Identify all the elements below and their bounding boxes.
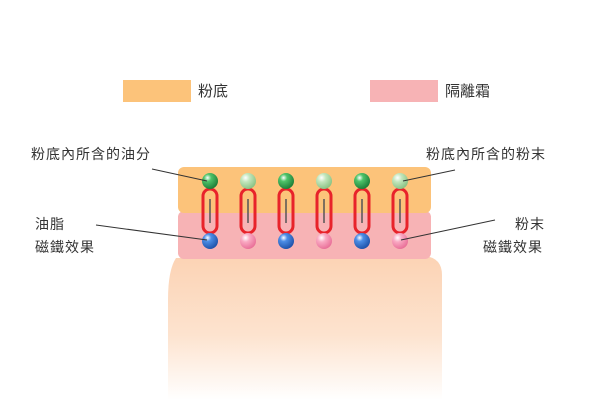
legend-label-foundation: 粉底 (198, 82, 229, 100)
callout-powder-magnetic-title: 粉末 (515, 217, 545, 233)
bead-column (239, 173, 257, 249)
primer-oil-particle (202, 233, 218, 249)
powder-particle (316, 173, 332, 189)
bead-column (353, 173, 371, 249)
bead-column (315, 173, 333, 249)
leader-line-oil-in-foundation (151, 168, 208, 182)
callout-powder-magnetic-desc: 磁鐵效果 (483, 240, 543, 256)
callout-oil-in-foundation: 粉底內所含的油分 (31, 147, 151, 163)
callout-oil-magnetic-title: 油脂 (35, 217, 65, 233)
primer-powder-particle (240, 233, 256, 249)
primer-powder-particle (392, 233, 408, 249)
bead-column (391, 173, 409, 249)
powder-particle (240, 173, 256, 189)
primer-oil-particle (278, 233, 294, 249)
oil-particle (278, 173, 294, 189)
primer-oil-particle (354, 233, 370, 249)
bead-column (201, 173, 219, 249)
skin-layer (168, 256, 442, 400)
legend-swatch-foundation (123, 80, 191, 102)
callout-powder-in-foundation: 粉底內所含的粉末 (426, 147, 546, 163)
oil-particle (354, 173, 370, 189)
leader-line-oil-magnetic (95, 224, 208, 241)
primer-powder-particle (316, 233, 332, 249)
leader-line-powder-magnetic (400, 219, 496, 241)
callout-oil-magnetic-desc: 磁鐵效果 (35, 240, 95, 256)
bead-column (277, 173, 295, 249)
oil-particle (202, 173, 218, 189)
legend-swatch-primer (370, 80, 438, 102)
powder-particle (392, 173, 408, 189)
legend-label-primer: 隔離霜 (445, 82, 491, 100)
leader-line-powder-in-foundation (402, 169, 456, 182)
